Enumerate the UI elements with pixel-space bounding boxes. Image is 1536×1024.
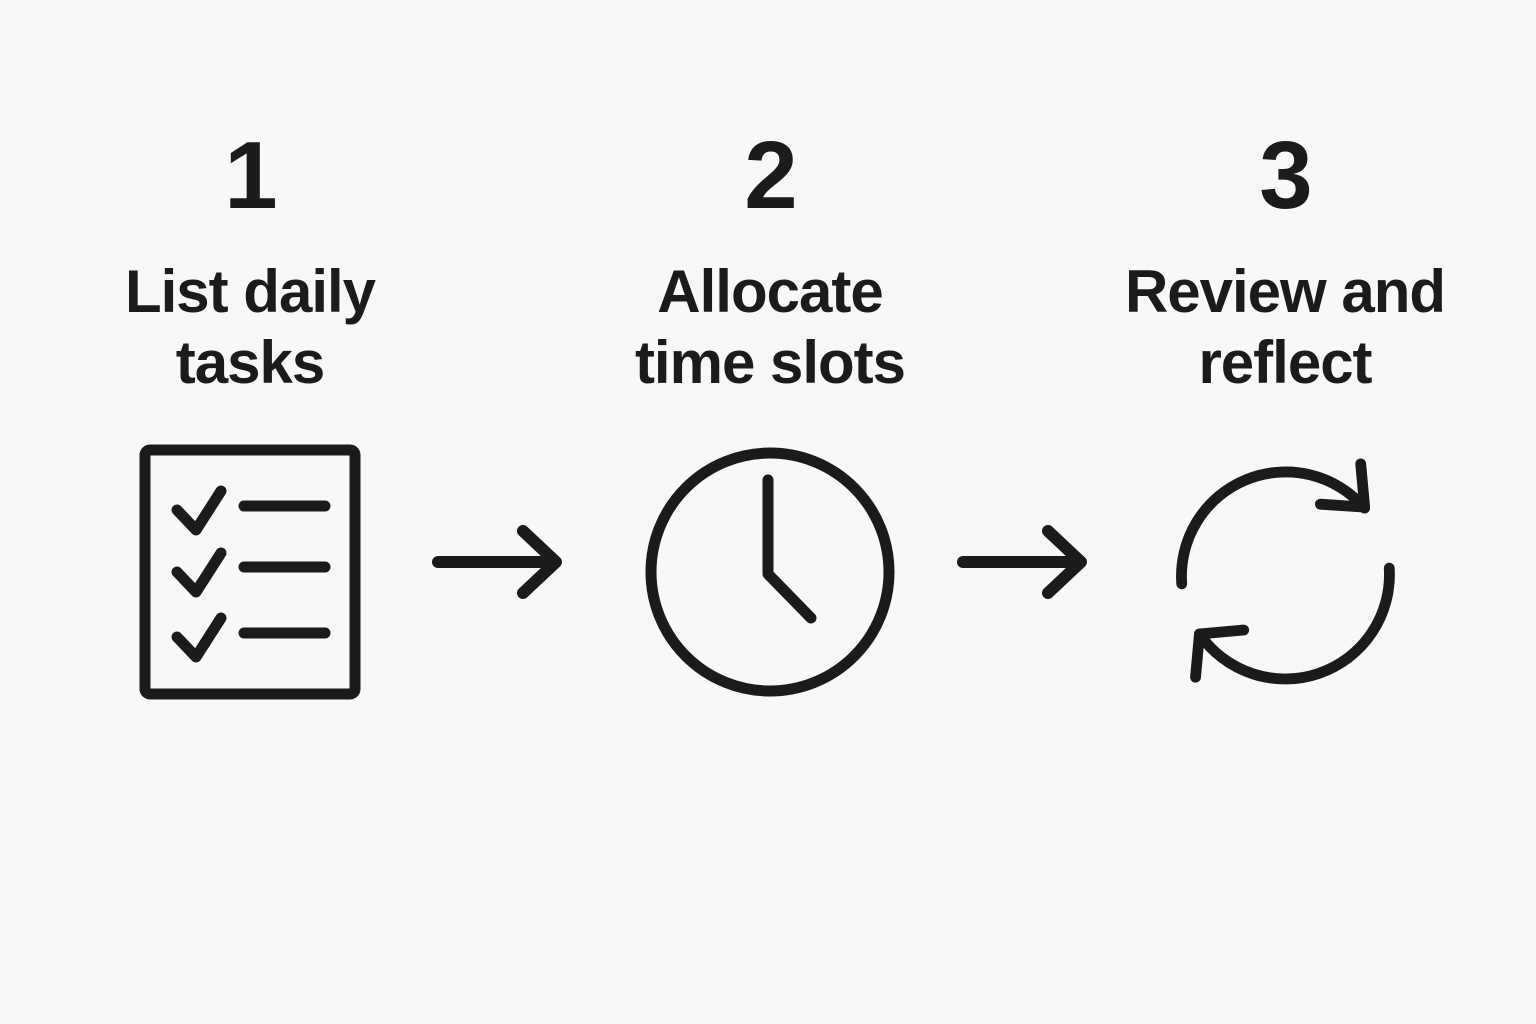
clock-icon bbox=[640, 442, 900, 702]
step-label: Allocate time slots bbox=[634, 258, 906, 396]
step-number: 1 bbox=[224, 122, 277, 229]
step-2: 2 Allocate time slots bbox=[560, 128, 980, 702]
step-number: 3 bbox=[1259, 122, 1312, 229]
step-label: Review and reflect bbox=[1124, 258, 1446, 396]
step-3: 3 Review and reflect bbox=[1075, 128, 1495, 692]
step-label: List daily tasks bbox=[124, 258, 376, 396]
checklist-icon bbox=[139, 444, 361, 700]
refresh-cycle-icon bbox=[1167, 456, 1403, 692]
step-number: 2 bbox=[744, 122, 797, 229]
step-1: 1 List daily tasks bbox=[40, 128, 460, 700]
arrow-right-icon bbox=[957, 524, 1089, 600]
arrow-right-icon bbox=[432, 524, 564, 600]
